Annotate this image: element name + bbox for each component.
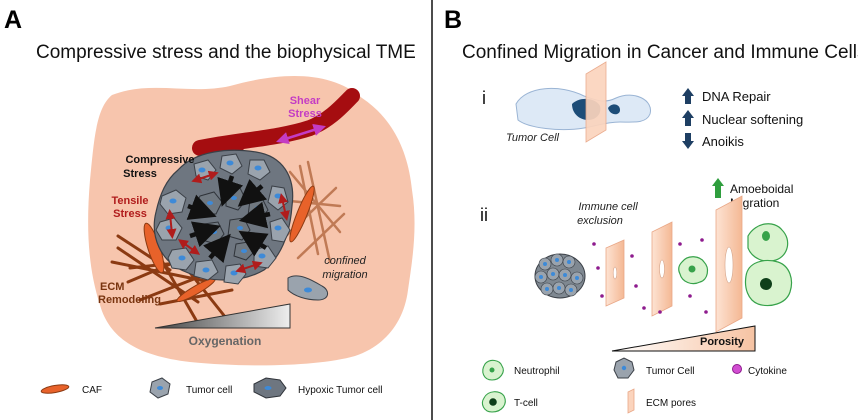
tumor-cell-nucleus-bleb <box>608 104 620 115</box>
panel-b-letter: B <box>444 6 462 34</box>
compressive-label-2: Stress <box>123 168 157 180</box>
porosity-gradient <box>611 325 756 352</box>
ecm-pore-sheets <box>605 195 743 333</box>
legend-hypoxic-label: Hypoxic Tumor cell <box>298 385 382 396</box>
compressive-label-1: Compressive <box>125 154 194 166</box>
pore-opening <box>612 266 618 280</box>
panel-a-letter: A <box>4 6 22 34</box>
neutrophil-nucleus <box>762 231 770 241</box>
neutrophil-nucleus <box>688 265 696 273</box>
legend-tcell-nucleus <box>489 398 497 406</box>
immune-exclusion-label-1: Immune cell <box>578 201 638 213</box>
legend-neutrophil-label: Neutrophil <box>514 366 560 377</box>
legend-caf-label: CAF <box>82 385 102 396</box>
legend-ecm-pores-label: ECM pores <box>646 398 696 409</box>
arrow-down-icon <box>682 133 694 149</box>
legend-hypoxic-nucleus <box>264 386 272 390</box>
panel-b-legend: Neutrophil Tumor Cell Cytokine T-cell EC… <box>481 357 787 414</box>
shear-label-1: Shear <box>290 95 321 107</box>
immune-exclusion-label-2: exclusion <box>577 215 623 227</box>
legend-tumor-nucleus <box>157 386 163 390</box>
legend-neutrophil-nucleus <box>489 367 495 373</box>
legend-tumor-nucleus <box>621 365 627 371</box>
neutrophil-cell <box>747 223 789 262</box>
ecm-label-2: Remodeling <box>98 294 161 306</box>
panel-a-title: Compressive stress and the biophysical T… <box>36 42 416 63</box>
tensile-arrows <box>165 170 290 274</box>
oxygenation-label: Oxygenation <box>189 334 262 348</box>
pore-opening <box>659 259 665 279</box>
legend-cytokine-label: Cytokine <box>748 366 787 377</box>
ecm-label-1: ECM <box>100 281 124 293</box>
shear-label-2: Stress <box>288 108 322 120</box>
compressive-arrows <box>186 175 271 264</box>
porosity-label: Porosity <box>700 336 745 348</box>
legend-tumor-cell-label: Tumor Cell <box>646 366 695 377</box>
legend-tcell-label: T-cell <box>514 398 538 409</box>
arrow-up-green-icon <box>712 178 724 198</box>
effect-label: Anoikis <box>702 134 744 149</box>
legend-tumor-cell-label: Tumor cell <box>186 385 232 396</box>
effect-dna-repair: DNA Repair <box>682 88 771 104</box>
confined-migration-nucleus <box>304 287 312 293</box>
effect-label: DNA Repair <box>702 89 771 104</box>
roman-i: i <box>482 88 486 108</box>
tumor-cell-label: Tumor Cell <box>506 132 560 144</box>
ecm-pore-sheet <box>585 61 607 143</box>
caf-cell <box>289 185 315 243</box>
panel-b: B Confined Migration in Cancer and Immun… <box>444 6 858 414</box>
arrow-up-icon <box>682 88 694 104</box>
legend-ecm-pore-icon <box>627 388 635 414</box>
panel-b-title: Confined Migration in Cancer and Immune … <box>462 42 858 63</box>
tensile-label-1: Tensile <box>111 195 148 207</box>
effects-list: DNA Repair Nuclear softening Anoikis <box>682 88 803 149</box>
t-cell-nucleus <box>760 278 772 290</box>
amoeboidal-label-1: Amoeboidal <box>730 182 793 196</box>
arrow-up-icon <box>682 110 694 126</box>
immune-cells <box>678 223 793 307</box>
shear-arrow <box>276 123 326 145</box>
oxygenation-gradient <box>154 303 291 329</box>
effect-anoikis: Anoikis <box>682 133 744 149</box>
cytokines <box>592 238 708 314</box>
panel-a: A Compressive stress and the biophysical… <box>4 6 416 399</box>
roman-ii: ii <box>480 205 488 225</box>
tumor-cluster <box>534 253 586 299</box>
legend-cytokine-icon <box>732 364 742 374</box>
effect-label: Nuclear softening <box>702 112 803 127</box>
effect-nuclear-softening: Nuclear softening <box>682 110 803 127</box>
panel-a-legend: CAF Tumor cell Hypoxic Tumor cell <box>40 377 382 399</box>
confined-label-1: confined <box>324 255 366 267</box>
tensile-label-2: Stress <box>113 208 147 220</box>
pore-opening <box>724 246 734 284</box>
confined-label-2: migration <box>322 269 367 281</box>
legend-caf-icon <box>40 384 70 394</box>
